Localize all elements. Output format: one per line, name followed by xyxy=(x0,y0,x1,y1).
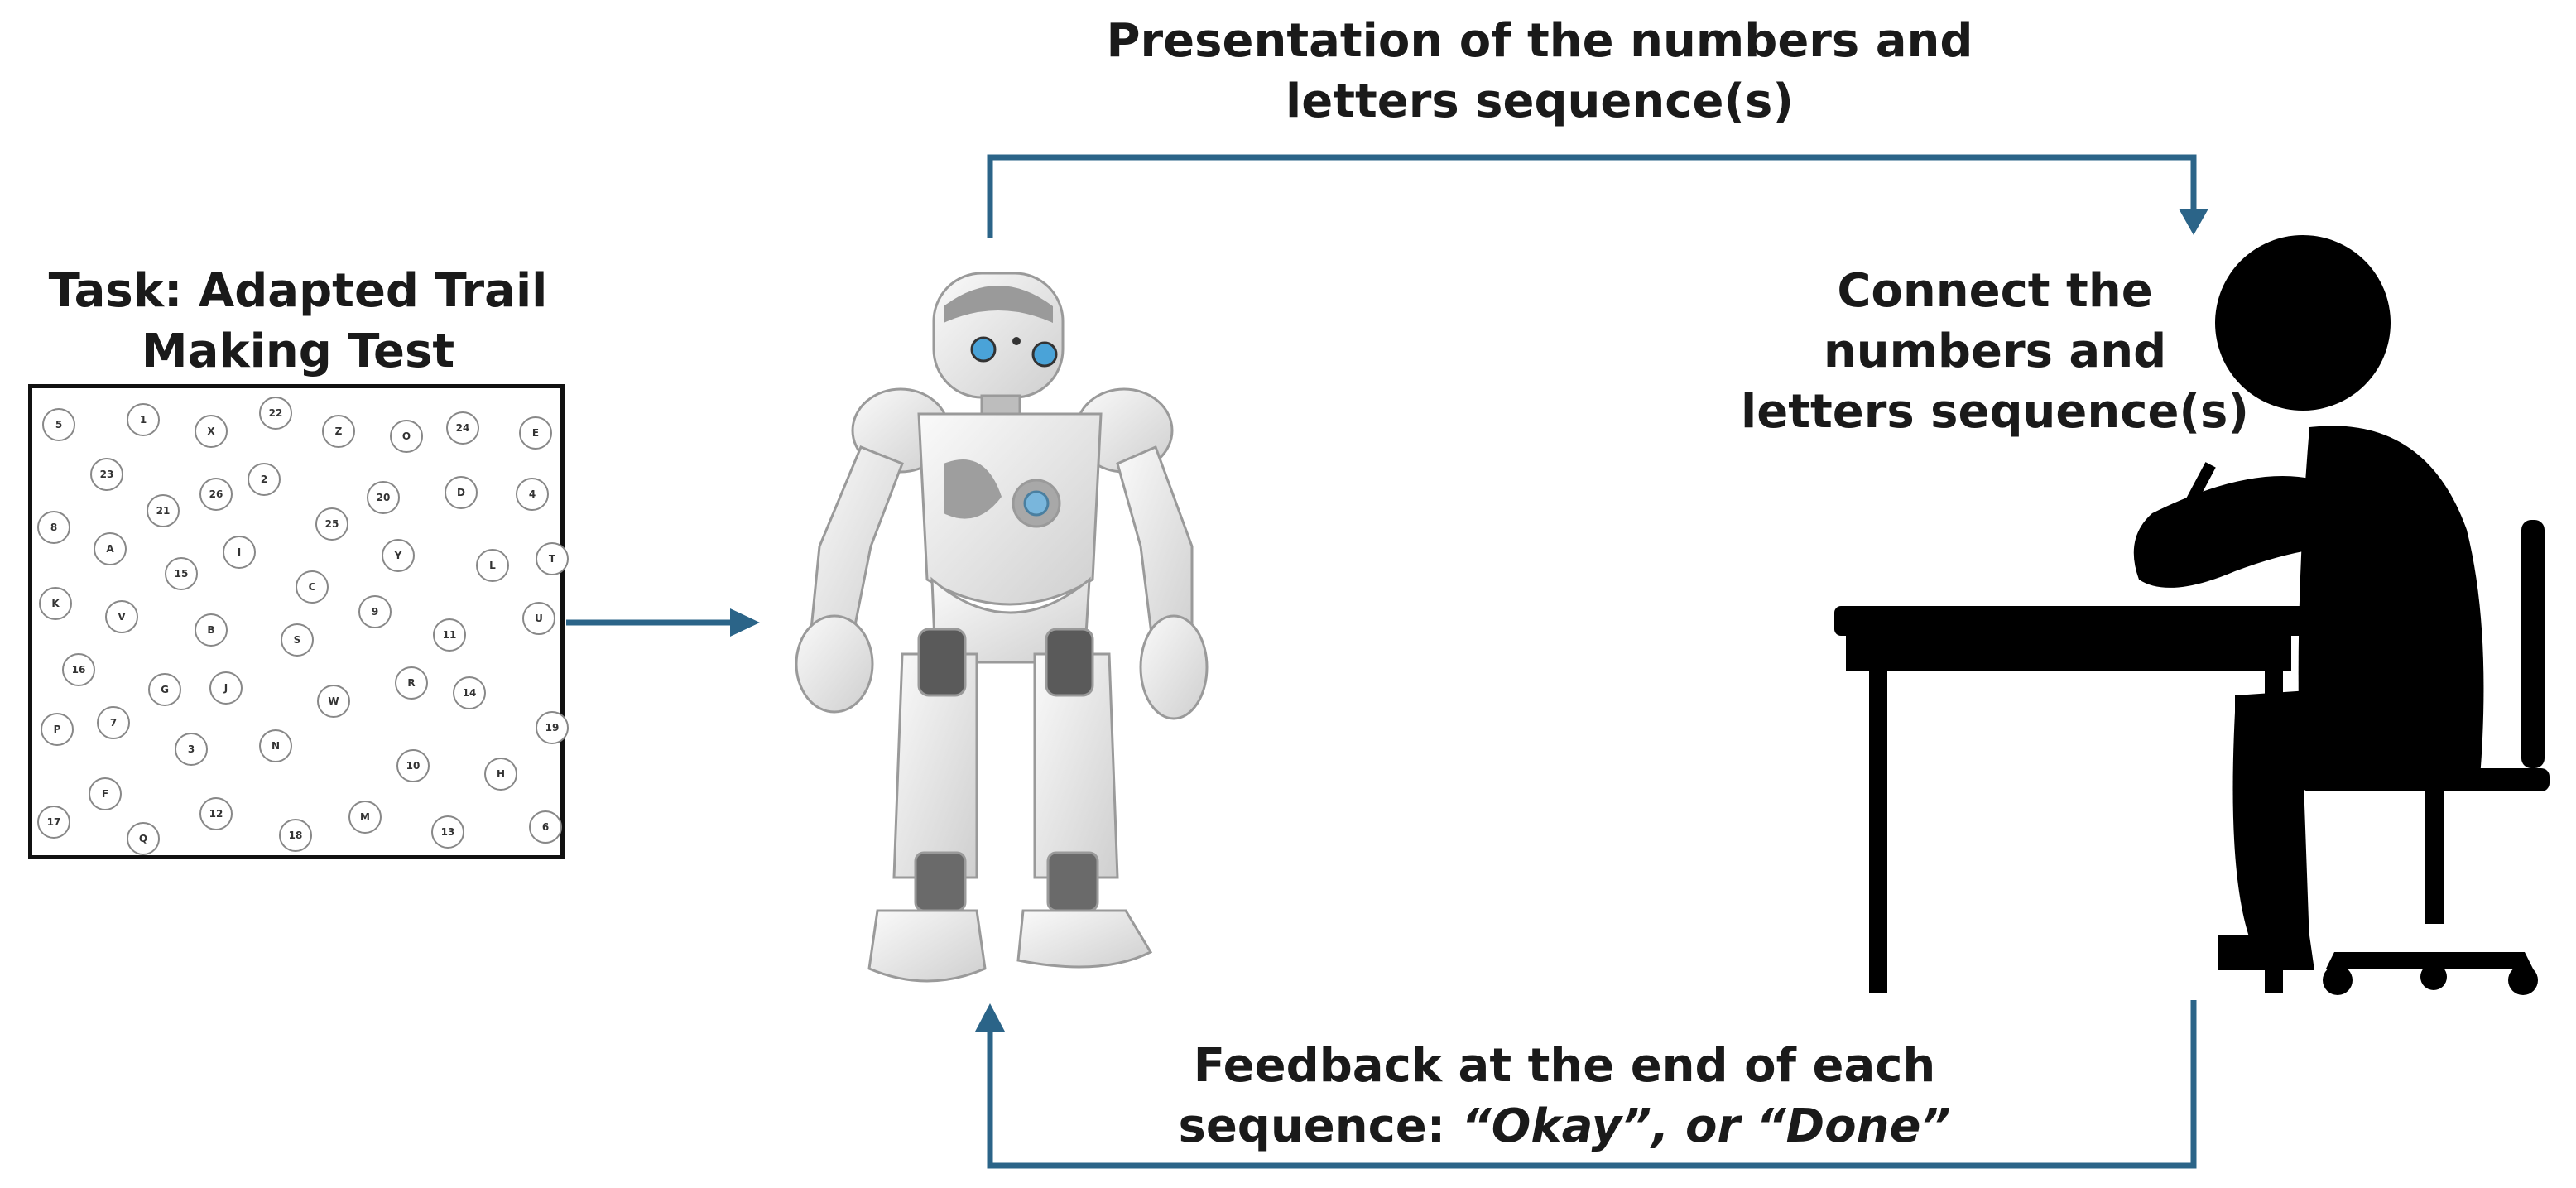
tmt-circle: 4 xyxy=(516,478,549,511)
tmt-circle: S xyxy=(281,623,314,657)
presentation-label-line-1: Presentation of the numbers and xyxy=(1106,14,1973,68)
tmt-circle: 5 xyxy=(42,408,75,441)
tmt-circle: 23 xyxy=(90,458,123,491)
tmt-circle: I xyxy=(223,536,256,569)
tmt-circle: V xyxy=(105,600,138,633)
feedback-prefix: sequence: xyxy=(1178,1099,1462,1153)
tmt-circle: 8 xyxy=(37,511,70,544)
tmt-circle: 6 xyxy=(529,810,562,844)
tmt-circle: Y xyxy=(382,539,415,572)
tmt-circle: R xyxy=(395,666,428,700)
tmt-circle: A xyxy=(94,532,127,565)
tmt-circle: 13 xyxy=(431,815,464,849)
tmt-circle: 11 xyxy=(433,618,466,652)
task-to-robot-arrow xyxy=(566,608,760,637)
feedback-quote: “Okay”, or “Done” xyxy=(1461,1099,1951,1153)
tmt-circle: O xyxy=(390,420,423,453)
feedback-label-line-1: Feedback at the end of each xyxy=(1193,1039,1936,1093)
humanoid-robot xyxy=(795,272,1209,983)
task-label: Task: Adapted Trail Making Test xyxy=(33,262,563,382)
tmt-circle: 26 xyxy=(199,478,233,511)
tmt-circle: 14 xyxy=(453,676,486,709)
tmt-circle: X xyxy=(195,415,228,448)
presentation-label-line-2: letters sequence(s) xyxy=(1286,74,1794,128)
feedback-label-line-2: sequence: “Okay”, or “Done” xyxy=(1109,1097,2020,1157)
tmt-circle: 16 xyxy=(62,653,95,686)
tmt-circle: 15 xyxy=(165,557,198,590)
tmt-circle: M xyxy=(348,801,382,834)
tmt-circle: 21 xyxy=(147,494,180,527)
tmt-circle: 12 xyxy=(199,797,233,830)
tmt-circle: 10 xyxy=(396,749,430,782)
tmt-circle: 17 xyxy=(37,806,70,839)
connect-label: Connect the numbers and letters sequence… xyxy=(1730,262,2260,442)
tmt-circle: D xyxy=(445,476,478,509)
tmt-circle: P xyxy=(41,713,74,746)
connect-label-line-3: letters sequence(s) xyxy=(1741,384,2249,439)
tmt-circle: 7 xyxy=(97,706,130,739)
tmt-circle: B xyxy=(195,613,228,647)
tmt-circle: K xyxy=(39,587,72,620)
tmt-circle: 20 xyxy=(367,481,400,514)
tmt-circle: 24 xyxy=(446,411,479,445)
tmt-circle: G xyxy=(148,673,181,706)
tmt-circle: F xyxy=(89,777,122,810)
feedback-label: Feedback at the end of each sequence: “O… xyxy=(1109,1036,2020,1157)
tmt-circle: Z xyxy=(322,415,355,448)
tmt-circle: U xyxy=(522,602,555,635)
tmt-circle: E xyxy=(519,416,552,450)
tmt-circle: H xyxy=(484,758,517,791)
tmt-circle: 18 xyxy=(279,819,312,852)
tmt-circle: L xyxy=(476,549,509,582)
tmt-circle: 25 xyxy=(315,507,348,541)
tmt-circle: T xyxy=(536,542,569,575)
tmt-circle: N xyxy=(259,729,292,762)
tmt-circle: 9 xyxy=(358,595,392,628)
tmt-circle: 19 xyxy=(536,711,569,744)
task-label-line-2: Making Test xyxy=(141,324,455,378)
tmt-circle: 22 xyxy=(259,397,292,430)
presentation-arrow xyxy=(987,154,2208,238)
tmt-circle: 3 xyxy=(175,733,208,766)
tmt-circle: W xyxy=(317,685,350,718)
task-label-line-1: Task: Adapted Trail xyxy=(48,264,548,318)
tmt-circle: 2 xyxy=(248,463,281,496)
tmt-circle: 1 xyxy=(127,403,160,436)
person-at-desk-icon xyxy=(1834,235,2550,995)
connect-label-line-1: Connect the xyxy=(1837,264,2153,318)
presentation-label: Presentation of the numbers and letters … xyxy=(1068,12,2011,132)
tmt-circle: J xyxy=(209,671,243,705)
tmt-circle: Q xyxy=(127,822,160,855)
feedback-arrow xyxy=(975,1000,2197,1169)
connect-label-line-2: numbers and xyxy=(1823,324,2167,378)
tmt-circle: C xyxy=(296,570,329,604)
